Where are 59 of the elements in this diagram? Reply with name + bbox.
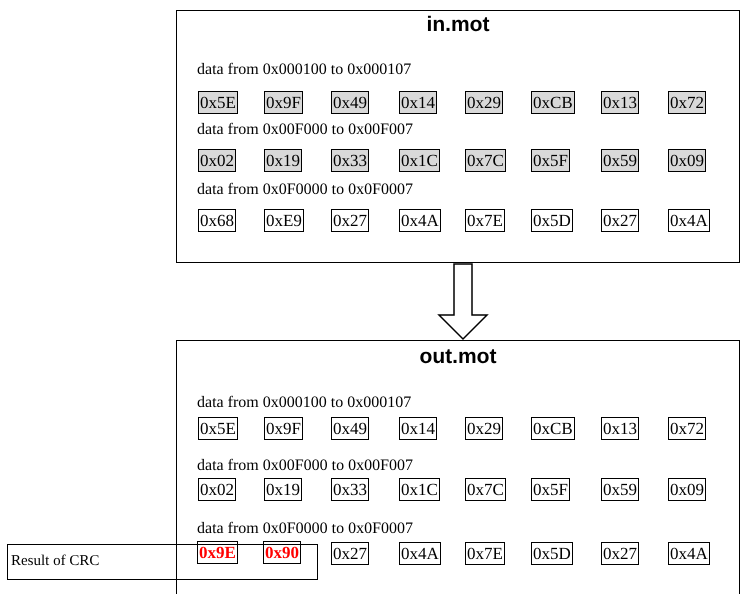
address-range-text: data from 0x0F0000 to 0x0F0007	[197, 520, 413, 538]
byte-cell: 0x09	[668, 478, 706, 501]
byte-cell: 0x02	[198, 478, 236, 501]
file-panel	[176, 10, 740, 263]
byte-cell: 0x27	[331, 542, 369, 565]
callout-text: Result of CRC	[11, 553, 100, 570]
byte-cell: 0x5F	[531, 478, 570, 501]
byte-cell: 0x5D	[531, 209, 573, 232]
address-range-text: data from 0x00F000 to 0x00F007	[197, 121, 413, 139]
byte-cell: 0xCB	[531, 91, 575, 114]
byte-cell: 0x14	[399, 91, 437, 114]
byte-cell: 0x9F	[264, 91, 303, 114]
byte-cell: 0x27	[331, 209, 369, 232]
byte-cell: 0x49	[331, 417, 369, 440]
address-range-text: data from 0x000100 to 0x000107	[197, 61, 412, 79]
byte-cell: 0x4A	[668, 209, 710, 232]
byte-cell: 0xCB	[531, 417, 575, 440]
byte-cell: 0x19	[264, 478, 302, 501]
byte-cell: 0x13	[601, 417, 639, 440]
byte-cell: 0xE9	[264, 209, 304, 232]
byte-cell: 0x68	[198, 209, 236, 232]
byte-cell: 0x7E	[465, 542, 505, 565]
byte-cell: 0x14	[399, 417, 437, 440]
byte-cell: 0x4A	[399, 542, 441, 565]
panel-title: in.mot	[426, 13, 490, 37]
file-panel	[176, 340, 740, 594]
byte-cell: 0x5E	[198, 417, 238, 440]
byte-cell: 0x29	[465, 417, 503, 440]
byte-cell: 0x02	[198, 149, 236, 172]
byte-cell: 0x7C	[465, 478, 506, 501]
block-arrow	[437, 263, 489, 340]
byte-cell: 0x59	[601, 149, 639, 172]
byte-cell: 0x5E	[198, 91, 238, 114]
byte-cell: 0x7E	[465, 209, 505, 232]
byte-cell: 0x19	[264, 149, 302, 172]
byte-cell: 0x9F	[264, 417, 303, 440]
callout-box	[7, 544, 318, 580]
byte-cell: 0x49	[331, 91, 369, 114]
byte-cell: 0x72	[668, 417, 706, 440]
byte-cell: 0x4A	[399, 209, 441, 232]
byte-cell: 0x1C	[399, 478, 440, 501]
byte-cell: 0x29	[465, 91, 503, 114]
byte-cell: 0x09	[668, 149, 706, 172]
byte-cell: 0x27	[601, 209, 639, 232]
panel-title: out.mot	[418, 345, 498, 369]
byte-cell: 0x5D	[531, 542, 573, 565]
byte-cell: 0x1C	[399, 149, 440, 172]
byte-cell: 0x5F	[531, 149, 570, 172]
byte-cell: 0x7C	[465, 149, 506, 172]
byte-cell: 0x72	[668, 91, 706, 114]
byte-cell: 0x33	[331, 478, 369, 501]
byte-cell: 0x4A	[668, 542, 710, 565]
byte-cell: 0x13	[601, 91, 639, 114]
byte-cell: 0x59	[601, 478, 639, 501]
byte-cell: 0x27	[601, 542, 639, 565]
address-range-text: data from 0x00F000 to 0x00F007	[197, 457, 413, 475]
address-range-text: data from 0x000100 to 0x000107	[197, 394, 412, 412]
address-range-text: data from 0x0F0000 to 0x0F0007	[197, 181, 413, 199]
byte-cell: 0x33	[331, 149, 369, 172]
